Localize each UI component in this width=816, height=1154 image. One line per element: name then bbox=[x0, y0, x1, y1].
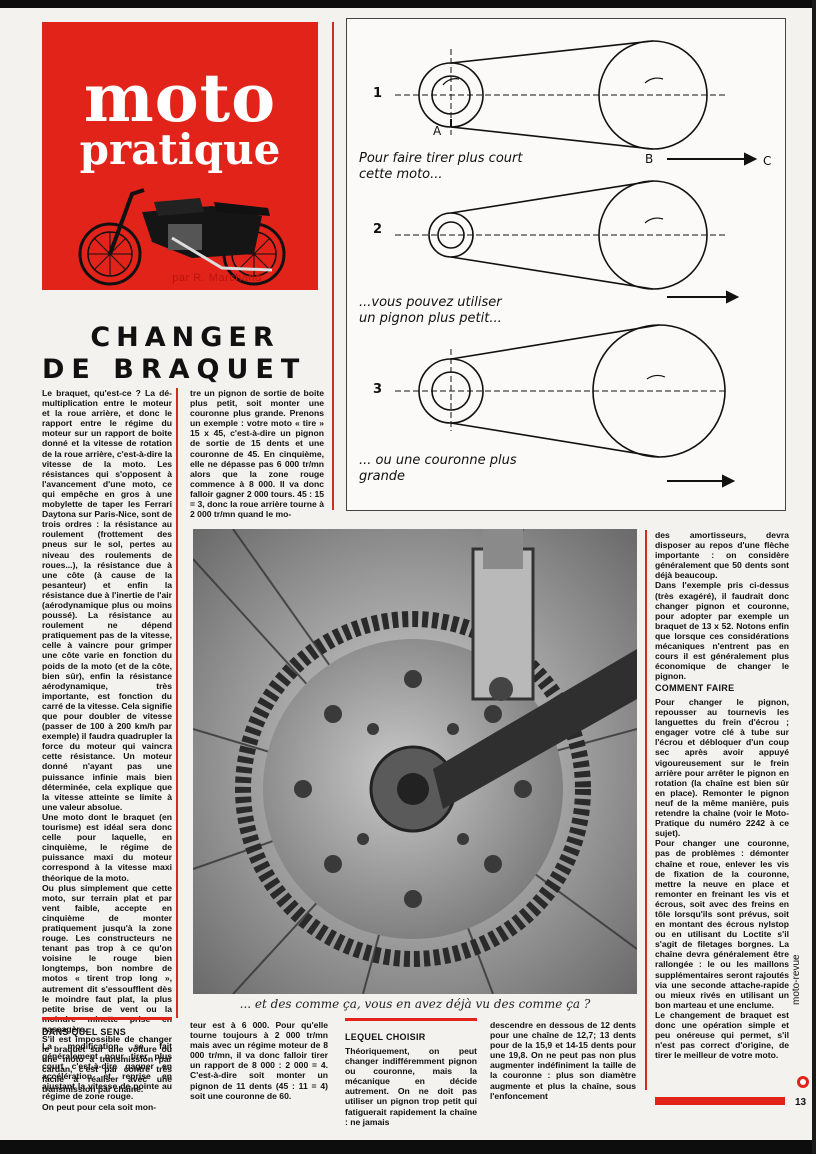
scan-border-top bbox=[0, 0, 816, 8]
paragraph: Le braquet, qu'est-ce ? La dé-multiplica… bbox=[42, 388, 172, 812]
diagram-note-line: ...vous pouvez utiliser bbox=[359, 295, 502, 310]
paragraph: Le changement de braquet est donc une op… bbox=[655, 1009, 789, 1061]
paragraph: Dans l'exemple pris ci-dessus (très exag… bbox=[655, 580, 789, 682]
diagram-note-2: ...vous pouvez utiliser un pignon plus p… bbox=[359, 295, 502, 327]
column-rule bbox=[332, 22, 334, 510]
diagram-note-line: grande bbox=[359, 469, 406, 484]
magazine-logo-icon bbox=[797, 1076, 809, 1088]
sprocket-diagram: 1 2 3 A B C Pour faire tirer plus court … bbox=[346, 18, 786, 511]
section-rule bbox=[345, 1018, 477, 1021]
text-column-1: Le braquet, qu'est-ce ? La dé-multiplica… bbox=[42, 388, 172, 1095]
article-title: CHANGER DE BRAQUET bbox=[42, 322, 324, 386]
paragraph: Pour changer une couronne, pas de problè… bbox=[655, 838, 789, 1010]
diagram-number-2: 2 bbox=[373, 222, 383, 237]
page-number: 13 bbox=[795, 1097, 807, 1108]
diagram-number-3: 3 bbox=[373, 382, 383, 397]
rubric-header: moto pratique par R. Marchand bbox=[42, 22, 318, 290]
photo-caption: ... et des comme ça, vous en avez déjà v… bbox=[239, 997, 591, 1011]
byline: par R. Marchand bbox=[172, 272, 262, 284]
paragraph: des amortisseurs, devra disposer au repo… bbox=[655, 530, 789, 581]
rubric-title-moto: moto bbox=[83, 59, 277, 137]
rear-sprocket-photo-drawing bbox=[193, 529, 637, 994]
scan-border-bottom bbox=[0, 1140, 816, 1154]
diagram-label-a: A bbox=[433, 124, 442, 138]
end-bar bbox=[655, 1097, 785, 1105]
paragraph: descendre en dessous de 12 dents pour un… bbox=[490, 1020, 636, 1101]
diagram-note-line: un pignon plus petit... bbox=[359, 311, 502, 326]
rubric-title-pratique: pratique bbox=[79, 125, 281, 174]
column-rule bbox=[645, 530, 647, 1090]
magazine-name: moto-revue bbox=[791, 954, 802, 1005]
article-title-line2: DE BRAQUET bbox=[42, 354, 307, 385]
article-title-line1: CHANGER bbox=[90, 322, 280, 353]
diagram-note-1: Pour faire tirer plus court cette moto..… bbox=[359, 151, 522, 183]
paragraph: On peut pour cela soit mon- bbox=[42, 1101, 157, 1112]
diagram-label-c: C bbox=[763, 154, 772, 168]
section-heading-comment-faire: COMMENT FAIRE bbox=[655, 683, 735, 693]
section-rule bbox=[42, 1017, 172, 1020]
diagram-note-line: Pour faire tirer plus court bbox=[359, 151, 523, 166]
text-column-5-bottom: Pour changer le pignon, repousser au tou… bbox=[655, 697, 789, 1060]
column-rule bbox=[176, 388, 178, 1018]
text-column-4-bottom: descendre en dessous de 12 dents pour un… bbox=[490, 1020, 636, 1101]
paragraph: S'il est impossible de changer le braque… bbox=[42, 1034, 172, 1095]
diagram-note-line: cette moto... bbox=[359, 167, 443, 182]
section-heading-lequel-choisir: LEQUEL CHOISIR bbox=[345, 1032, 426, 1042]
paragraph: Ou plus simplement que cette moto, sur t… bbox=[42, 882, 172, 1034]
text-column-2-bottom: teur est à 6 000. Pour qu'elle tourne to… bbox=[190, 1020, 328, 1101]
diagram-note-3: ... ou une couronne plus grande bbox=[359, 453, 517, 485]
scan-border-right bbox=[812, 0, 816, 1154]
sprocket-diagram-drawing bbox=[395, 40, 758, 488]
paragraph: La modification se fait généralement pou… bbox=[42, 1041, 172, 1102]
paragraph: Pour changer le pignon, repousser au tou… bbox=[655, 697, 789, 839]
paragraph: teur est à 6 000. Pour qu'elle tourne to… bbox=[190, 1020, 328, 1101]
section-heading-dans-quel-sens: DANS QUEL SENS bbox=[42, 1027, 127, 1037]
paragraph: tre un pignon de sortie de boite plus pe… bbox=[190, 388, 324, 520]
diagram-number-1: 1 bbox=[373, 86, 383, 101]
text-column-5: des amortisseurs, devra disposer au repo… bbox=[655, 530, 789, 681]
text-column-3-bottom: Théoriquement, on peut changer indiffére… bbox=[345, 1046, 477, 1127]
rear-sprocket-photo bbox=[193, 529, 637, 994]
paragraph: Une moto dont le braquet (en tourisme) e… bbox=[42, 811, 172, 883]
diagram-note-line: ... ou une couronne plus bbox=[359, 453, 517, 468]
text-column-2: tre un pignon de sortie de boite plus pe… bbox=[190, 388, 324, 519]
paragraph: Théoriquement, on peut changer indiffére… bbox=[345, 1046, 477, 1127]
diagram-label-b: B bbox=[645, 152, 654, 166]
text-column-1-bottom: La modification se fait généralement pou… bbox=[42, 1041, 172, 1112]
motorcycle-illustration bbox=[78, 188, 286, 286]
